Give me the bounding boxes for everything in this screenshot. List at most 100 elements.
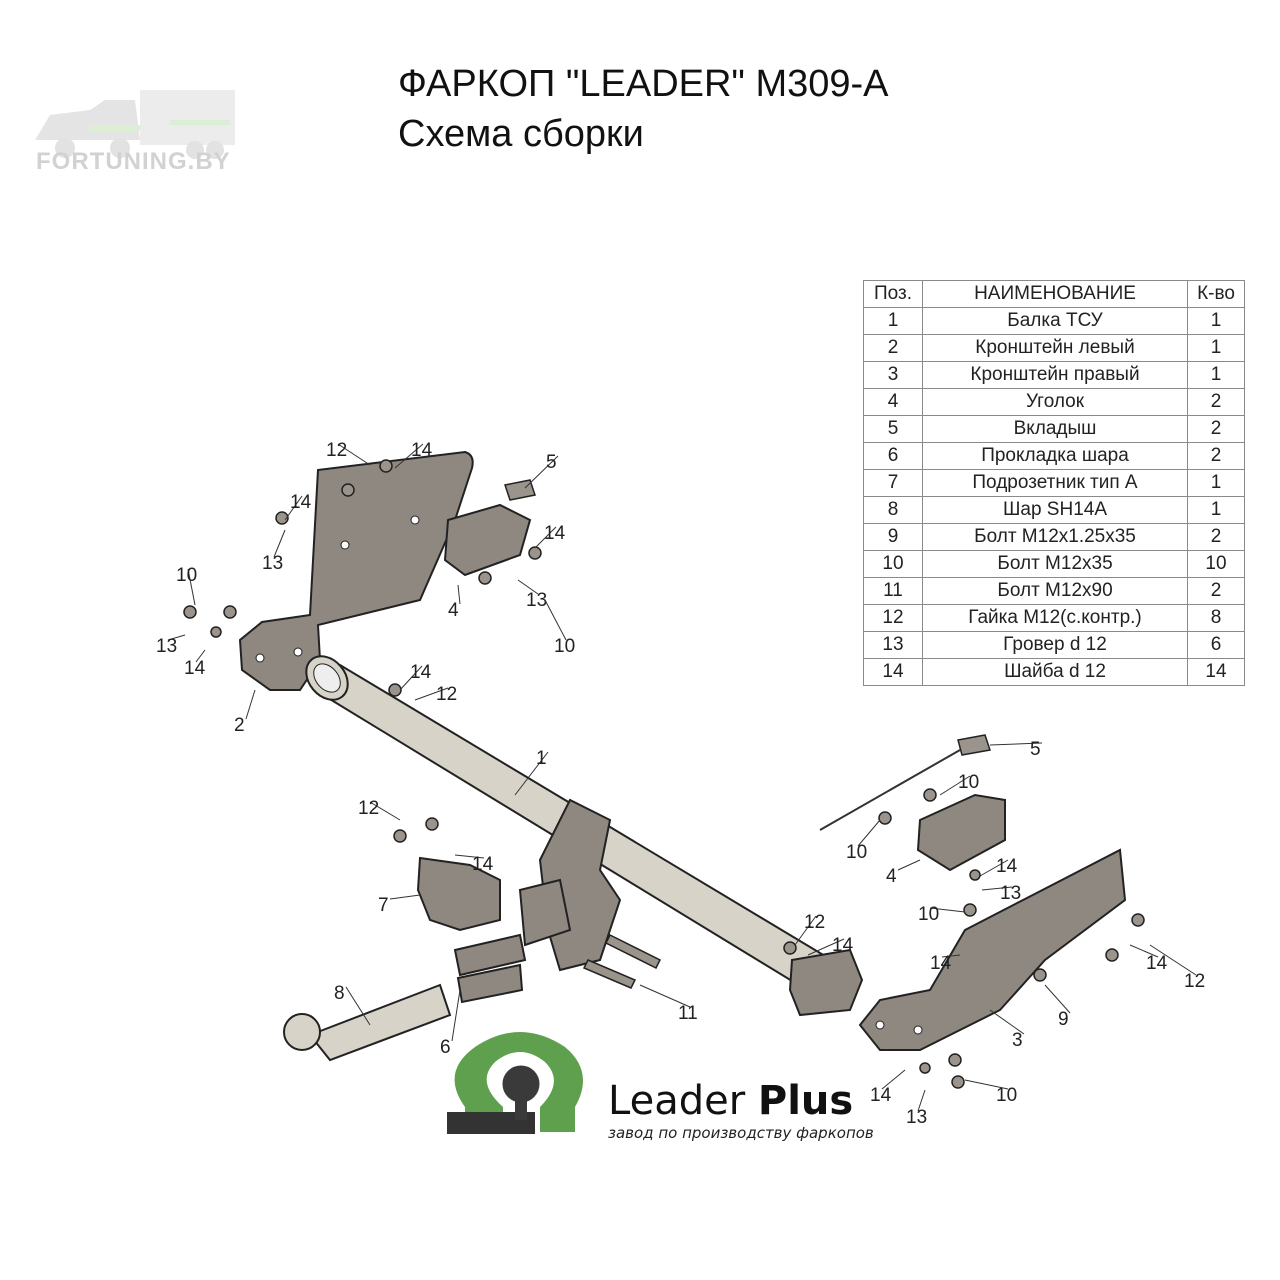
pos-cell: 12 — [863, 604, 923, 632]
leader-line — [981, 886, 1013, 891]
name-cell: Вкладыш — [922, 415, 1188, 443]
part-callout: 12 — [804, 912, 825, 933]
part-callout: 12 — [436, 684, 457, 705]
part-callout: 2 — [234, 715, 245, 736]
leader-line — [451, 989, 461, 1042]
qty-cell: 1 — [1187, 307, 1245, 335]
leader-line — [639, 984, 691, 1008]
leader-line — [917, 1089, 926, 1112]
leader-line — [964, 1079, 1009, 1090]
part-callout: 7 — [378, 895, 389, 916]
brand-name-bold: Plus — [757, 1078, 854, 1124]
watermark-text: FORTUNING.BY — [36, 148, 231, 175]
col-name: НАИМЕНОВАНИЕ — [922, 280, 1188, 308]
pos-cell: 8 — [863, 496, 923, 524]
leader-line — [457, 584, 461, 605]
name-cell: Балка ТСУ — [922, 307, 1188, 335]
leader-line — [245, 689, 256, 720]
part-callout: 12 — [326, 440, 347, 461]
part-callout: 6 — [440, 1037, 451, 1058]
pos-cell: 6 — [863, 442, 923, 470]
qty-cell: 1 — [1187, 361, 1245, 389]
name-cell: Гайка М12(с.контр.) — [922, 604, 1188, 632]
part-callout: 14 — [411, 440, 433, 461]
leader-line — [881, 1069, 906, 1090]
part-callout: 14 — [472, 854, 494, 875]
pos-cell: 2 — [863, 334, 923, 362]
leader-line — [524, 455, 559, 489]
part-callout: 13 — [156, 636, 177, 657]
part-callout: 10 — [846, 842, 867, 863]
pos-cell: 4 — [863, 388, 923, 416]
part-callout: 12 — [1184, 971, 1205, 992]
name-cell: Болт М12х1.25х35 — [922, 523, 1188, 551]
part-callout: 14 — [1146, 953, 1168, 974]
pos-cell: 13 — [863, 631, 923, 659]
ball-plate — [453, 933, 527, 977]
part-callout: 14 — [930, 953, 952, 974]
part-callout: 12 — [358, 798, 379, 819]
leader-line — [284, 495, 303, 521]
leader-line — [544, 599, 567, 641]
leader-line — [394, 443, 424, 469]
leader-line — [939, 775, 971, 796]
leader-line — [517, 579, 539, 595]
leader-line — [941, 954, 961, 958]
angle-bracket — [916, 793, 1006, 872]
leader-line — [1129, 944, 1159, 958]
name-cell: Болт М12х35 — [922, 550, 1188, 578]
qty-cell: 8 — [1187, 604, 1245, 632]
leader-line — [1044, 984, 1071, 1014]
leader-line — [989, 1009, 1025, 1035]
leader-line — [514, 751, 549, 796]
part-callout: 10 — [554, 636, 575, 657]
leader-line — [389, 894, 421, 900]
part-callout: 10 — [996, 1085, 1017, 1106]
watermark-truck-icon — [35, 90, 235, 159]
insert — [957, 734, 991, 756]
name-cell: Подрозетник тип А — [922, 469, 1188, 497]
leader-line — [1149, 944, 1197, 976]
leader-line — [979, 859, 1009, 877]
page-subtitle: Схема сборки — [398, 113, 644, 155]
angle-bracket — [443, 503, 532, 577]
name-cell: Болт М12х90 — [922, 577, 1188, 605]
part-callout: 14 — [184, 658, 206, 679]
leader-line — [807, 938, 845, 956]
part-callout: 3 — [1012, 1030, 1023, 1051]
leader-line — [337, 443, 371, 466]
part-callout: 10 — [918, 904, 939, 925]
leader-line — [369, 801, 401, 821]
pos-cell: 14 — [863, 658, 923, 686]
part-callout: 14 — [410, 662, 432, 683]
ball-plate — [456, 963, 524, 1004]
part-callout: 13 — [1000, 883, 1021, 904]
leader-line — [857, 819, 881, 847]
part-callout: 10 — [176, 565, 197, 586]
part-callout: 13 — [262, 553, 283, 574]
brand-name-regular: Leader — [608, 1078, 746, 1124]
leader-line — [929, 907, 966, 913]
part-callout: 1 — [536, 748, 547, 769]
qty-cell: 14 — [1187, 658, 1245, 686]
qty-cell: 1 — [1187, 496, 1245, 524]
part-callout: 14 — [996, 856, 1018, 877]
leader-line — [794, 915, 817, 946]
name-cell: Прокладка шара — [922, 442, 1188, 470]
part-callout: 14 — [544, 523, 566, 544]
leader-line — [167, 634, 186, 641]
leader-line — [195, 649, 206, 663]
part-callout: 5 — [546, 452, 557, 473]
leader-line — [414, 687, 449, 701]
